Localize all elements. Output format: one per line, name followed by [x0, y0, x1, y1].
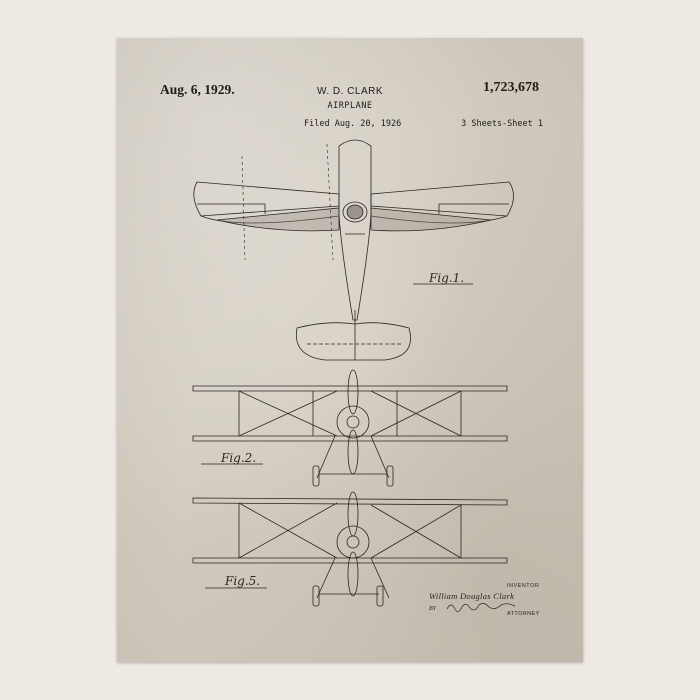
fig1-label: Fig.1. — [429, 271, 465, 285]
fig5-label: Fig.5. — [225, 574, 261, 588]
by-label: BY — [429, 606, 437, 612]
fig2-front-view — [192, 369, 508, 487]
attorney-signature — [446, 603, 516, 612]
inventor-label: INVENTOR — [507, 583, 540, 589]
patent-date: Aug. 6, 1929. — [160, 82, 235, 97]
filed-date: Filed Aug. 20, 1926 — [304, 119, 402, 129]
fig2-label: Fig.2. — [221, 451, 257, 465]
patent-title: AIRPLANE — [327, 101, 373, 111]
inventor-name: William Douglas Clark — [429, 591, 515, 601]
patent-drawing — [192, 139, 516, 612]
sheet-count: 3 Sheets-Sheet 1 — [461, 119, 543, 129]
inventor-header: W. D. CLARK — [316, 86, 384, 97]
patent-number: 1,723,678 — [483, 80, 539, 95]
fig5-front-view — [192, 491, 508, 607]
fig1-top-view — [193, 139, 514, 361]
attorney-label: ATTORNEY — [507, 611, 540, 617]
patent-sheet: Aug. 6, 1929. W. D. CLARK AIRPLANE Filed… — [117, 38, 583, 662]
